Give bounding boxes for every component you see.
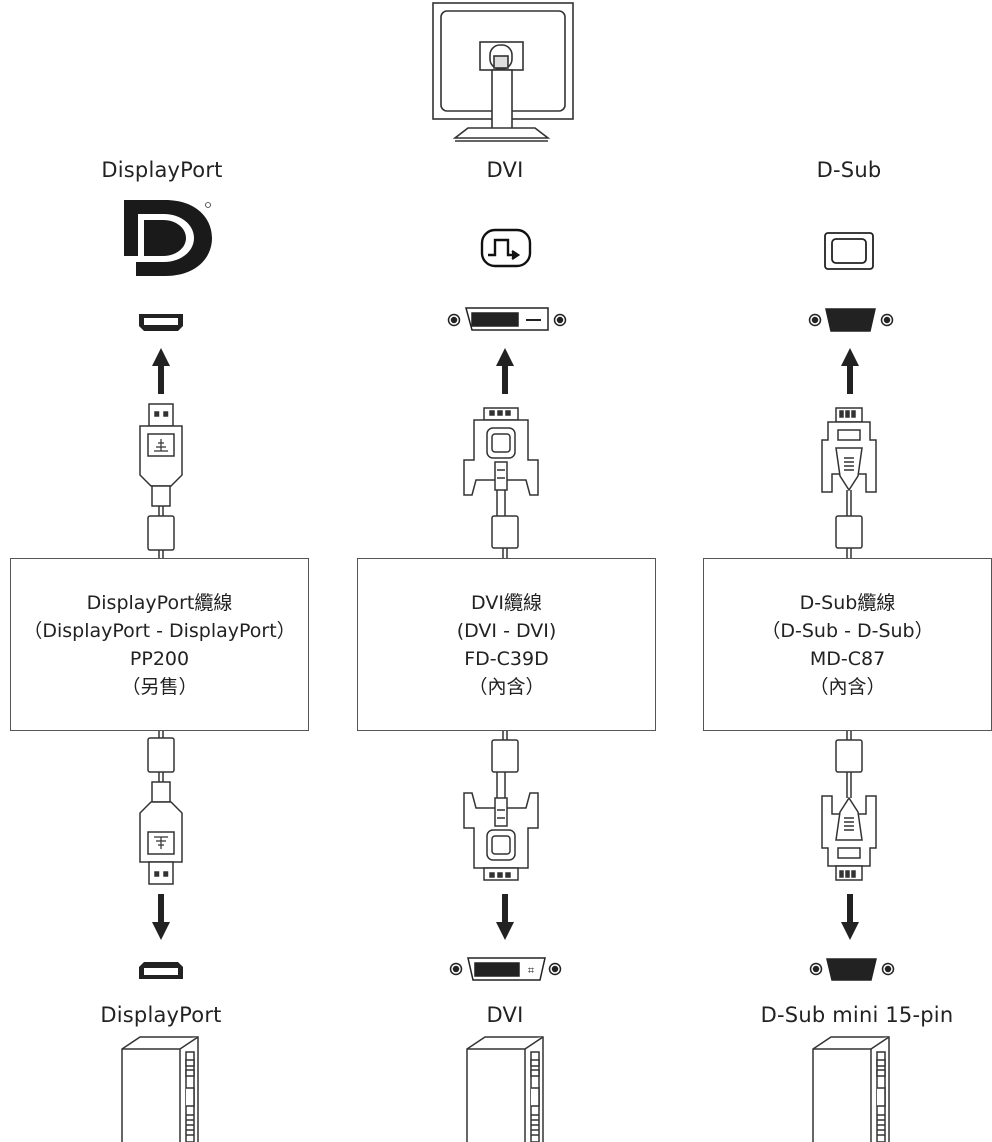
cable-spec: （D-Sub - D-Sub） <box>761 619 934 642</box>
cable-name: D-Sub纜線 <box>799 591 896 614</box>
bottom-label-dvi: DVI <box>486 1003 524 1027</box>
arrow-icon <box>496 348 514 394</box>
cable-availability: （內含） <box>809 675 886 698</box>
cable-name: DVI纜線 <box>471 591 542 614</box>
displayport-logo-icon <box>124 200 212 276</box>
cable-spec: (DVI - DVI) <box>456 619 557 642</box>
bottom-label-dsub: D-Sub mini 15-pin <box>760 1003 954 1027</box>
cable-model: PP200 <box>129 647 190 670</box>
dvi-port-top <box>447 307 567 331</box>
cable-availability: （內含） <box>468 675 545 698</box>
displayport-port-top <box>139 314 183 331</box>
tower-computer-icon <box>121 1036 199 1142</box>
cable-spec: （DisplayPort - DisplayPort） <box>23 619 296 642</box>
top-label-dsub: D-Sub <box>816 158 882 182</box>
arrow-icon <box>496 894 514 940</box>
tower-computer-icon <box>466 1036 544 1142</box>
arrow-icon <box>841 348 859 394</box>
cable-box-dvi: DVI纜線 (DVI - DVI) FD-C39D （內含） <box>357 558 656 731</box>
top-label-displayport: DisplayPort <box>101 158 223 182</box>
bottom-label-displayport: DisplayPort <box>100 1003 222 1027</box>
cable-name: DisplayPort纜線 <box>86 591 233 614</box>
dvi-plug-bottom <box>463 730 539 881</box>
dvi-port-bottom: ⌗ <box>449 957 562 981</box>
arrow-icon <box>841 894 859 940</box>
dvi-symbol-icon <box>480 228 532 268</box>
arrow-icon <box>152 894 170 940</box>
cable-availability: （另售） <box>121 675 198 698</box>
tower-computer-icon <box>812 1036 890 1142</box>
dsub-port-bottom <box>809 958 895 981</box>
arrow-icon <box>152 348 170 394</box>
cable-model: FD-C39D <box>464 647 549 670</box>
dsub-port-top <box>808 308 894 332</box>
displayport-plug-bottom <box>139 730 183 885</box>
cable-model: MD-C87 <box>809 647 886 670</box>
dvi-plug-top <box>463 407 539 558</box>
svg-text:⌗: ⌗ <box>528 964 534 977</box>
dsub-plug-bottom <box>821 730 877 881</box>
monitor-back-icon <box>432 2 574 142</box>
cable-box-dsub: D-Sub纜線 （D-Sub - D-Sub） MD-C87 （內含） <box>703 558 992 731</box>
dsub-plug-top <box>821 407 877 558</box>
dsub-symbol-icon <box>824 232 874 270</box>
cable-box-displayport: DisplayPort纜線 （DisplayPort - DisplayPort… <box>10 558 309 731</box>
displayport-plug-top <box>139 403 183 558</box>
top-label-dvi: DVI <box>486 158 524 182</box>
displayport-port-bottom <box>139 962 183 979</box>
